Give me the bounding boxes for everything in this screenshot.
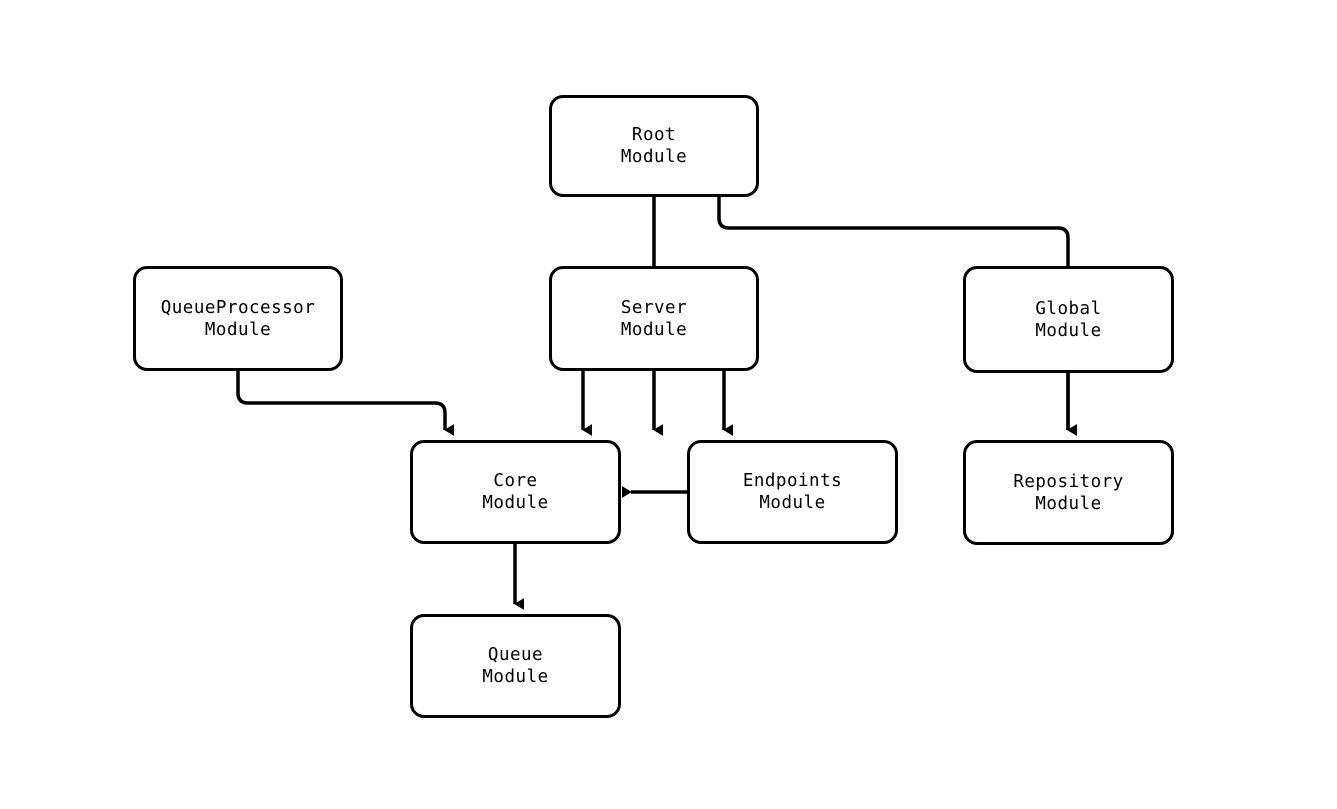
node-server-module-line1: Server (620, 297, 688, 318)
node-endpoints-module-line1: Endpoints (742, 471, 843, 491)
node-root-module[interactable]: Root Module (549, 95, 759, 197)
node-endpoints-module[interactable]: Endpoints Module (687, 440, 898, 544)
node-root-module-line1: Root (631, 125, 677, 145)
node-repository-module-line1: Repository (1013, 471, 1124, 492)
node-global-module-line2: Module (1035, 320, 1102, 341)
node-queueprocessor-module[interactable]: QueueProcessor Module (133, 266, 343, 371)
node-queue-module-line1: Queue (487, 645, 544, 665)
node-server-module-line2: Module (620, 319, 688, 340)
node-repository-module[interactable]: Repository Module (963, 440, 1174, 545)
node-global-module-line1: Global (1035, 298, 1102, 319)
node-queue-module[interactable]: Queue Module (410, 614, 621, 718)
node-repository-module-line2: Module (1035, 493, 1102, 514)
node-core-module[interactable]: Core Module (410, 440, 621, 544)
node-core-module-line2: Module (482, 493, 549, 513)
node-global-module[interactable]: Global Module (963, 266, 1174, 373)
node-root-module-line2: Module (620, 147, 688, 167)
node-queue-module-line2: Module (482, 667, 549, 687)
node-queueprocessor-module-line2: Module (204, 319, 272, 340)
node-server-module[interactable]: Server Module (549, 266, 759, 371)
node-queueprocessor-module-line1: QueueProcessor (160, 297, 316, 318)
node-endpoints-module-line2: Module (759, 493, 826, 513)
edge-queueprocessor-to-core (236, 371, 455, 436)
edge-root-to-global (717, 197, 1078, 436)
node-core-module-line1: Core (493, 471, 538, 491)
